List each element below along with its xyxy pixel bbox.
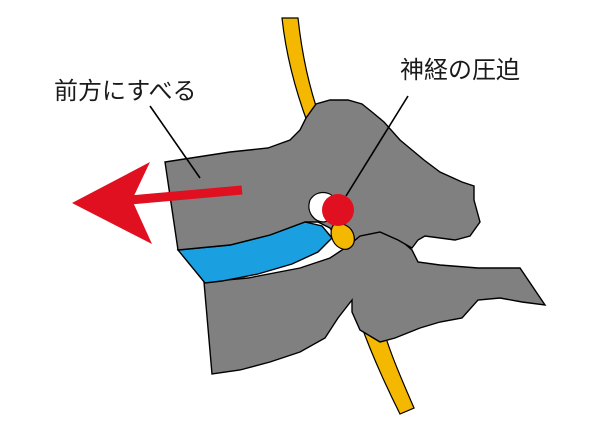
- facet-joint-fragment: [330, 222, 355, 250]
- compression-point: [322, 194, 354, 226]
- upper-vertebra: [164, 99, 481, 251]
- forward-slip-arrow: [72, 162, 243, 244]
- slip-leader-line: [149, 105, 201, 179]
- slip-forward-label: 前方にすべる: [54, 77, 197, 105]
- nerve-compression-label: 神経の圧迫: [400, 56, 520, 84]
- compression-leader-line: [345, 95, 409, 197]
